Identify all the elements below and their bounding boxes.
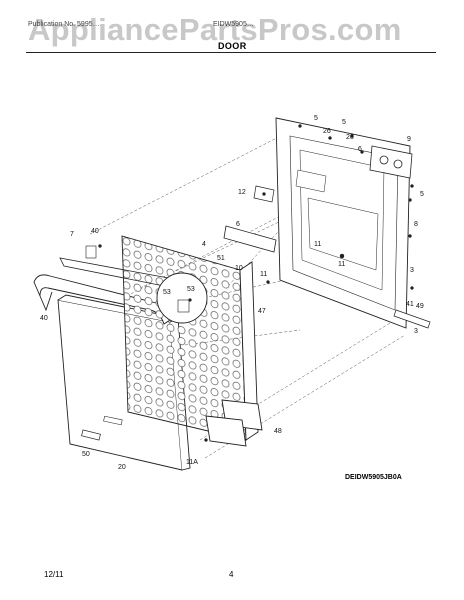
- callout-11-15: 11: [260, 271, 267, 278]
- callout-6-8: 6: [236, 221, 240, 228]
- label-53: [85, 245, 97, 259]
- callout-53-19: 53: [163, 289, 171, 296]
- callout-12-7: 12: [238, 189, 246, 196]
- diagram-code: DEIDW5905JB0A: [345, 474, 402, 481]
- callout-9-3: 9: [407, 136, 411, 143]
- detergent-dispenser: [369, 145, 413, 179]
- callout-26-1: 26: [323, 128, 331, 135]
- callout-40-18: 40: [91, 228, 99, 235]
- badge: [81, 429, 101, 441]
- footer-date: 12/11: [44, 570, 64, 579]
- callout-53-20: 53: [187, 286, 195, 293]
- callout-5-0: 5: [314, 115, 318, 122]
- callout-8-9: 8: [414, 221, 418, 228]
- callout-11A-27: 11A: [186, 459, 198, 466]
- spacer-block: [205, 399, 263, 447]
- callout-20-29: 20: [118, 464, 126, 471]
- inner-door: [275, 117, 411, 329]
- callout-26-4: 26: [346, 134, 354, 141]
- callout-11-13: 11: [338, 261, 345, 268]
- callout-41-23: 41: [406, 301, 414, 308]
- callout-3-16: 3: [410, 267, 414, 274]
- callout-47-22: 47: [258, 308, 266, 315]
- callout-40-21: 40: [40, 315, 48, 322]
- callout-50-28: 50: [82, 451, 90, 458]
- callout-5-2: 5: [342, 119, 346, 126]
- callout-4-10: 4: [202, 241, 206, 248]
- callout-10-14: 10: [235, 265, 243, 272]
- callout-51-12: 51: [217, 255, 225, 262]
- callout-11-11: 11: [314, 241, 321, 248]
- insulation-panel: [121, 235, 259, 441]
- callout-48-26: 48: [274, 428, 282, 435]
- title-rule: [26, 52, 436, 53]
- side-strip: [393, 309, 431, 329]
- callout-6-5: 6: [358, 146, 362, 153]
- hinge-bracket: [223, 225, 277, 253]
- header-model: EIDW5905…: [213, 21, 254, 28]
- callout-3-25: 3: [414, 328, 418, 335]
- callout-7-17: 7: [70, 231, 74, 238]
- callout-49-24: 49: [416, 303, 424, 310]
- footer-page: 4: [229, 570, 234, 579]
- watermark: AppliancePartsPros.com: [28, 12, 402, 47]
- magnifier-detail: [156, 272, 208, 324]
- callout-5-6: 5: [420, 191, 424, 198]
- header-publication: Publication No. 5995…: [28, 21, 100, 28]
- page-title: DOOR: [218, 41, 247, 51]
